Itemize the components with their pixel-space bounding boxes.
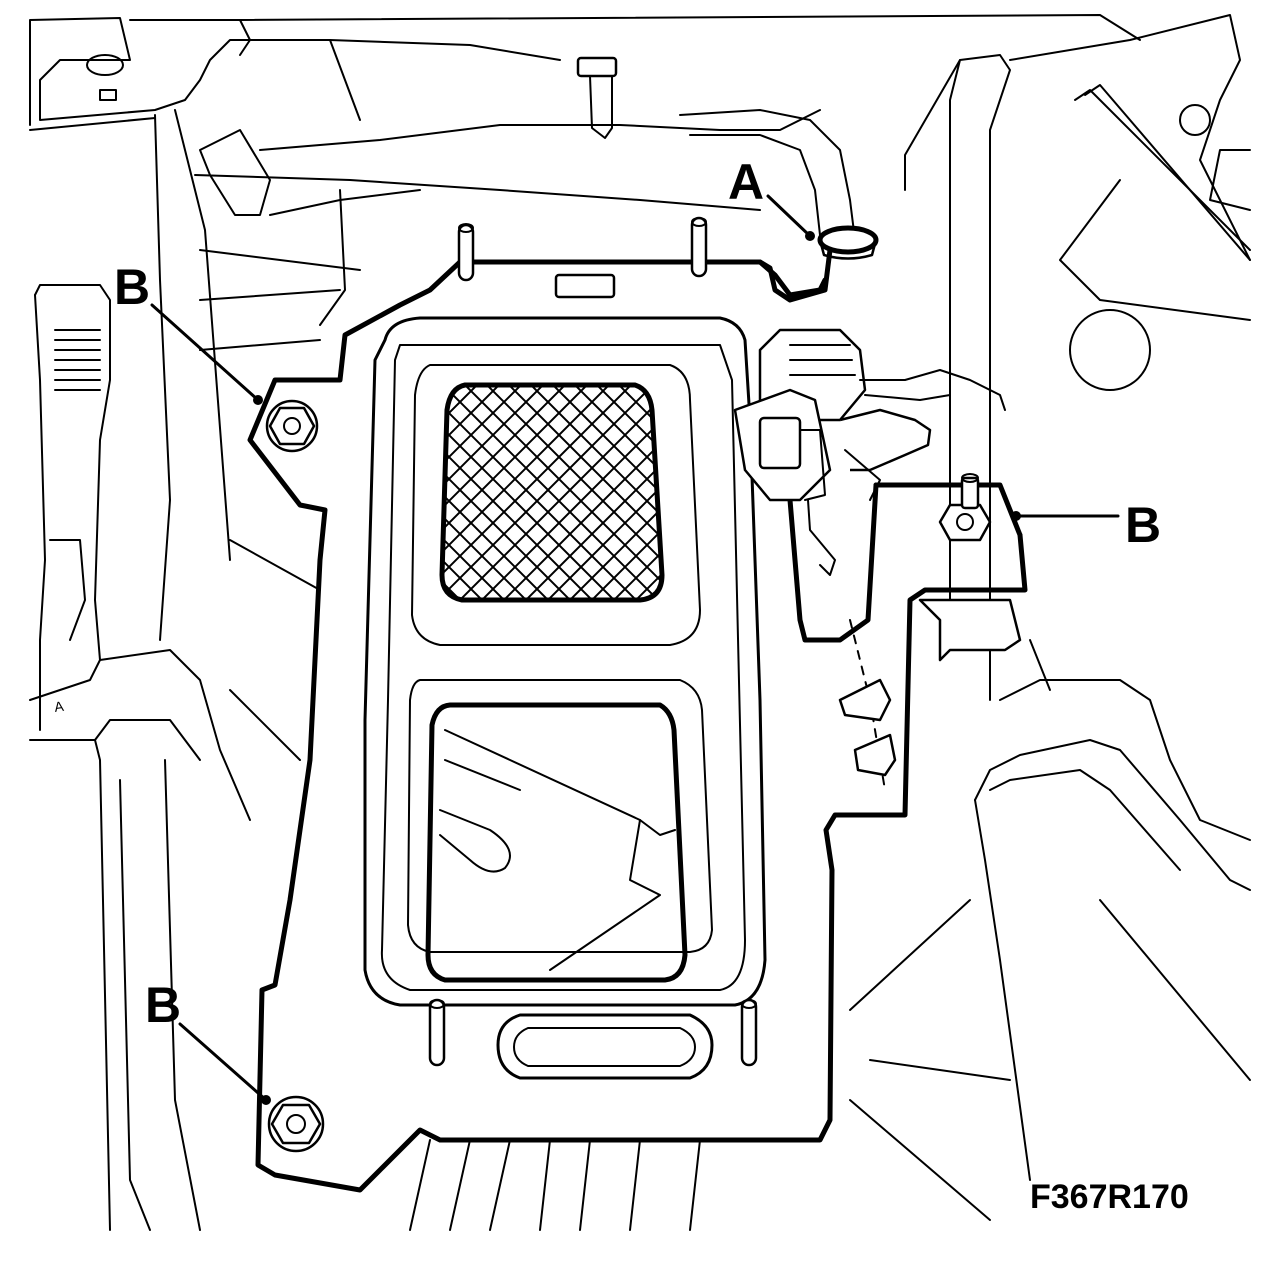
callout-leaders: [150, 194, 1120, 1105]
mesh-line: [442, 385, 659, 600]
mesh-line: [442, 385, 625, 600]
locating-pegs: [428, 216, 758, 1067]
fastener-stud-right: [938, 473, 992, 542]
mesh-line: [442, 385, 505, 600]
mesh-line: [537, 385, 662, 600]
figure-code: F367R170: [1030, 1178, 1189, 1216]
cable-clips: [838, 598, 1022, 791]
mesh-grille: [32, 380, 1152, 610]
mesh-line: [142, 380, 372, 610]
mesh-line: [591, 385, 662, 600]
callout-label-b-lower-left: B: [145, 977, 181, 1033]
mesh-line: [515, 385, 662, 600]
mesh-line: [32, 380, 262, 610]
mesh-line: [878, 380, 1108, 610]
mesh-line: [613, 385, 662, 600]
fastener-nut-lower-left: [267, 1095, 325, 1153]
mesh-line: [603, 385, 662, 600]
mesh-line: [471, 385, 662, 600]
mesh-line: [525, 385, 662, 600]
mesh-line: [442, 385, 493, 600]
mesh-line: [442, 385, 603, 600]
mesh-line: [442, 385, 637, 600]
mesh-line: [442, 385, 581, 600]
callout-label-b-right: B: [1125, 497, 1161, 553]
tube-end: [757, 225, 879, 303]
mesh-line: [459, 385, 662, 600]
mesh-line: [442, 385, 537, 600]
mesh-line: [442, 385, 515, 600]
mesh-line: [900, 380, 1130, 610]
mesh-line: [581, 385, 662, 600]
mesh-line: [503, 385, 662, 600]
mesh-line: [442, 385, 571, 600]
mesh-line: [449, 385, 662, 600]
mesh-line: [208, 380, 438, 610]
mesh-line: [812, 380, 1042, 610]
mesh-line: [442, 385, 593, 600]
mesh-line: [922, 380, 1152, 610]
mesh-line: [442, 385, 549, 600]
callout-label-a: A: [728, 154, 764, 210]
fastener-nut-upper-left: [265, 399, 319, 453]
mesh-line: [559, 385, 662, 600]
mesh-line: [493, 385, 662, 600]
mesh-line: [569, 385, 662, 600]
mesh-line: [547, 385, 662, 600]
mesh-line: [481, 385, 662, 600]
background-structure: [29, 14, 1251, 1231]
mounting-plate: [32, 216, 1152, 1193]
mesh-line: [442, 385, 662, 600]
mesh-line: [442, 385, 461, 600]
mesh-line: [442, 385, 615, 600]
mesh-line: [442, 385, 527, 600]
bracket-letter-marking: A: [53, 698, 65, 715]
callout-label-b-upper-left: B: [114, 259, 150, 315]
mesh-line: [442, 385, 647, 600]
connector-cluster: [733, 328, 1006, 576]
